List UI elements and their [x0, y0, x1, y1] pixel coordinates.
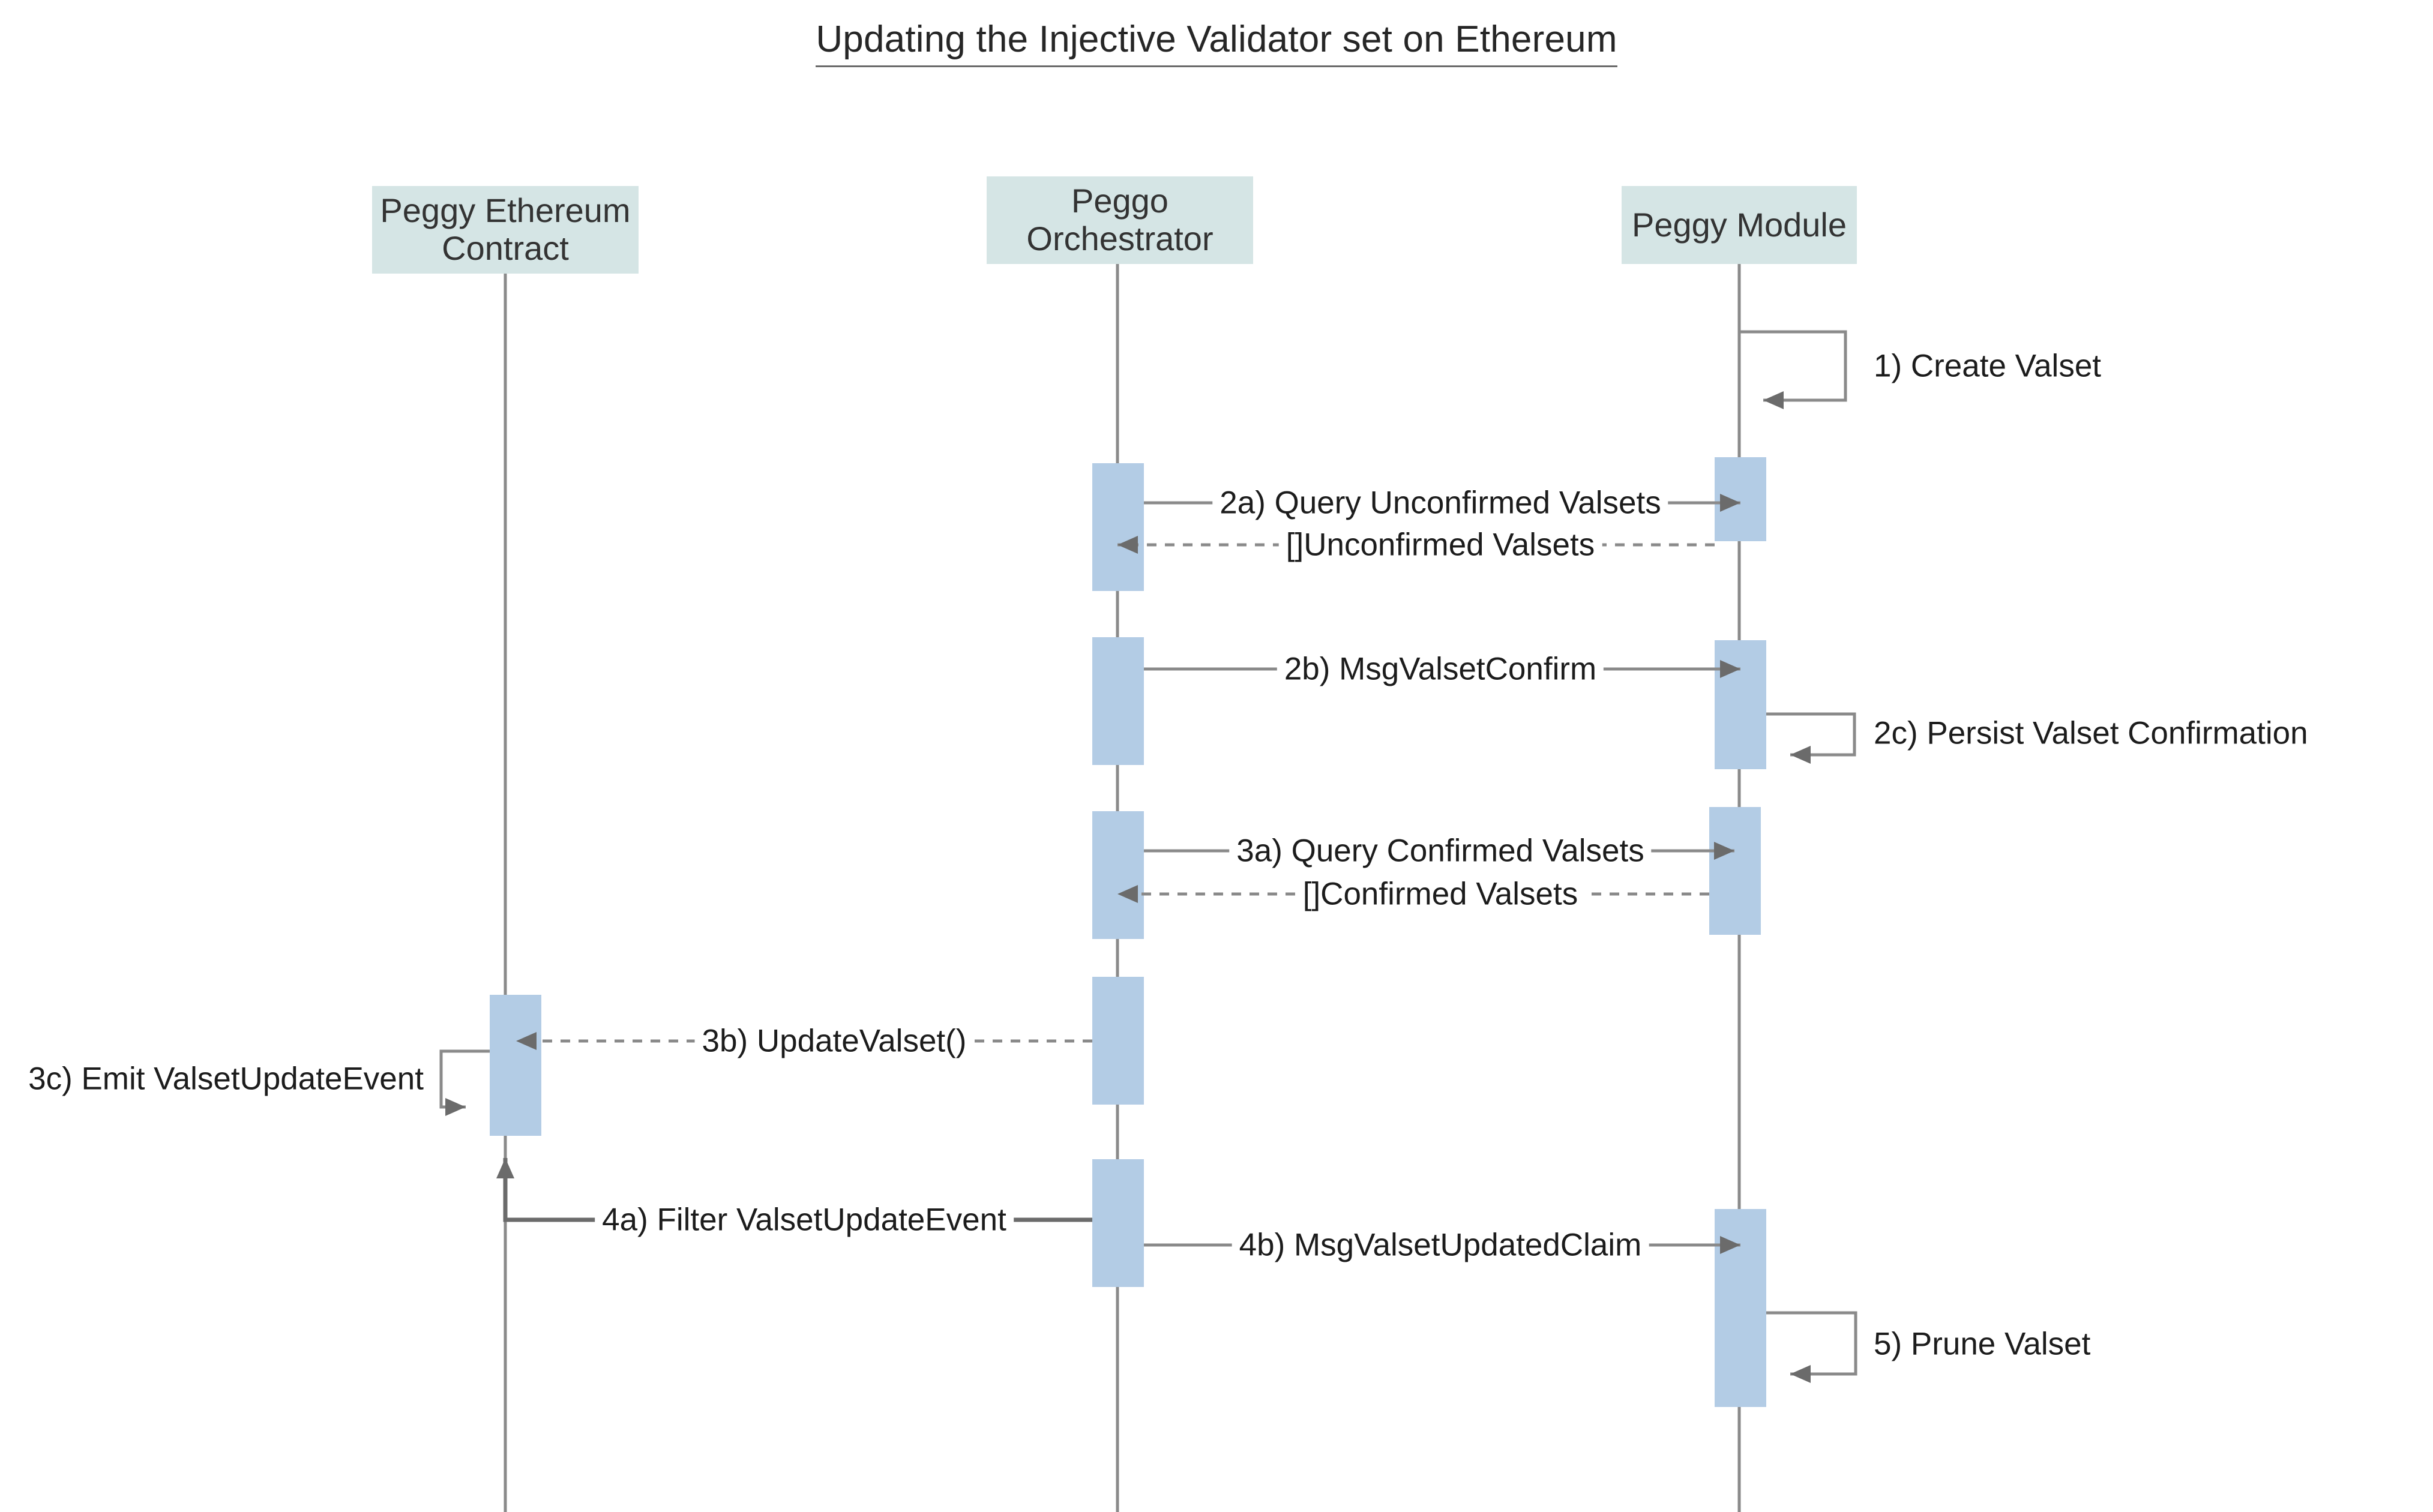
message-label-3b-update-valset: 3b) UpdateValset() — [694, 1025, 974, 1057]
message-label-5-prune-valset: 5) Prune Valset — [1866, 1328, 2098, 1360]
message-label-3a-return-confirmed-valsets: []Confirmed Valsets — [1295, 878, 1586, 910]
arrow-5-prune-valset — [1766, 1311, 1857, 1383]
participant-label-line1: Peggo — [1071, 182, 1168, 220]
participant-label-line1: Peggy Module — [1631, 205, 1847, 244]
activation-orchestrator-4 — [1092, 977, 1144, 1105]
participant-label-line2: Contract — [442, 229, 569, 267]
participant-label-line1: Peggy Ethereum — [380, 191, 631, 230]
activation-module-2 — [1715, 640, 1766, 769]
activation-module-4 — [1715, 1209, 1766, 1407]
message-label-2c-persist-valset-confirmation: 2c) Persist Valset Confirmation — [1866, 717, 2315, 749]
message-label-2a-return-unconfirmed-valsets: []Unconfirmed Valsets — [1278, 529, 1602, 561]
activation-module-3 — [1709, 807, 1761, 935]
diagram-title-text: Updating the Injective Validator set on … — [816, 19, 1617, 67]
message-label-3c-emit-valset-update-event: 3c) Emit ValsetUpdateEvent — [21, 1063, 431, 1095]
activation-orchestrator-2 — [1092, 637, 1144, 765]
arrow-3c-emit-valset-update-event — [439, 1049, 490, 1116]
diagram-title: Updating the Injective Validator set on … — [0, 18, 2433, 67]
message-label-4b-msg-valset-updated-claim: 4b) MsgValsetUpdatedClaim — [1232, 1229, 1649, 1261]
participant-peggo-orchestrator[interactable]: Peggo Orchestrator — [987, 176, 1253, 264]
activation-contract-1 — [490, 995, 541, 1136]
message-label-2b-msg-valset-confirm: 2b) MsgValsetConfirm — [1277, 653, 1604, 685]
message-label-3a-query-confirmed-valsets: 3a) Query Confirmed Valsets — [1229, 835, 1652, 867]
message-label-1-create-valset: 1) Create Valset — [1866, 350, 2109, 382]
participant-label-line2: Orchestrator — [1026, 220, 1213, 257]
arrow-1-create-valset — [1739, 330, 1847, 409]
activation-orchestrator-3 — [1092, 811, 1144, 939]
participant-peggy-module[interactable]: Peggy Module — [1622, 186, 1857, 264]
participant-peggy-ethereum-contract[interactable]: Peggy Ethereum Contract — [372, 186, 639, 274]
activation-orchestrator-1 — [1092, 463, 1144, 591]
message-label-2a-query-unconfirmed-valsets: 2a) Query Unconfirmed Valsets — [1212, 487, 1668, 519]
message-label-4a-filter-valset-update-event: 4a) Filter ValsetUpdateEvent — [595, 1204, 1014, 1236]
activation-module-1 — [1715, 457, 1766, 541]
activation-orchestrator-5 — [1092, 1159, 1144, 1287]
arrow-2c-persist-valset-confirmation — [1766, 712, 1856, 764]
